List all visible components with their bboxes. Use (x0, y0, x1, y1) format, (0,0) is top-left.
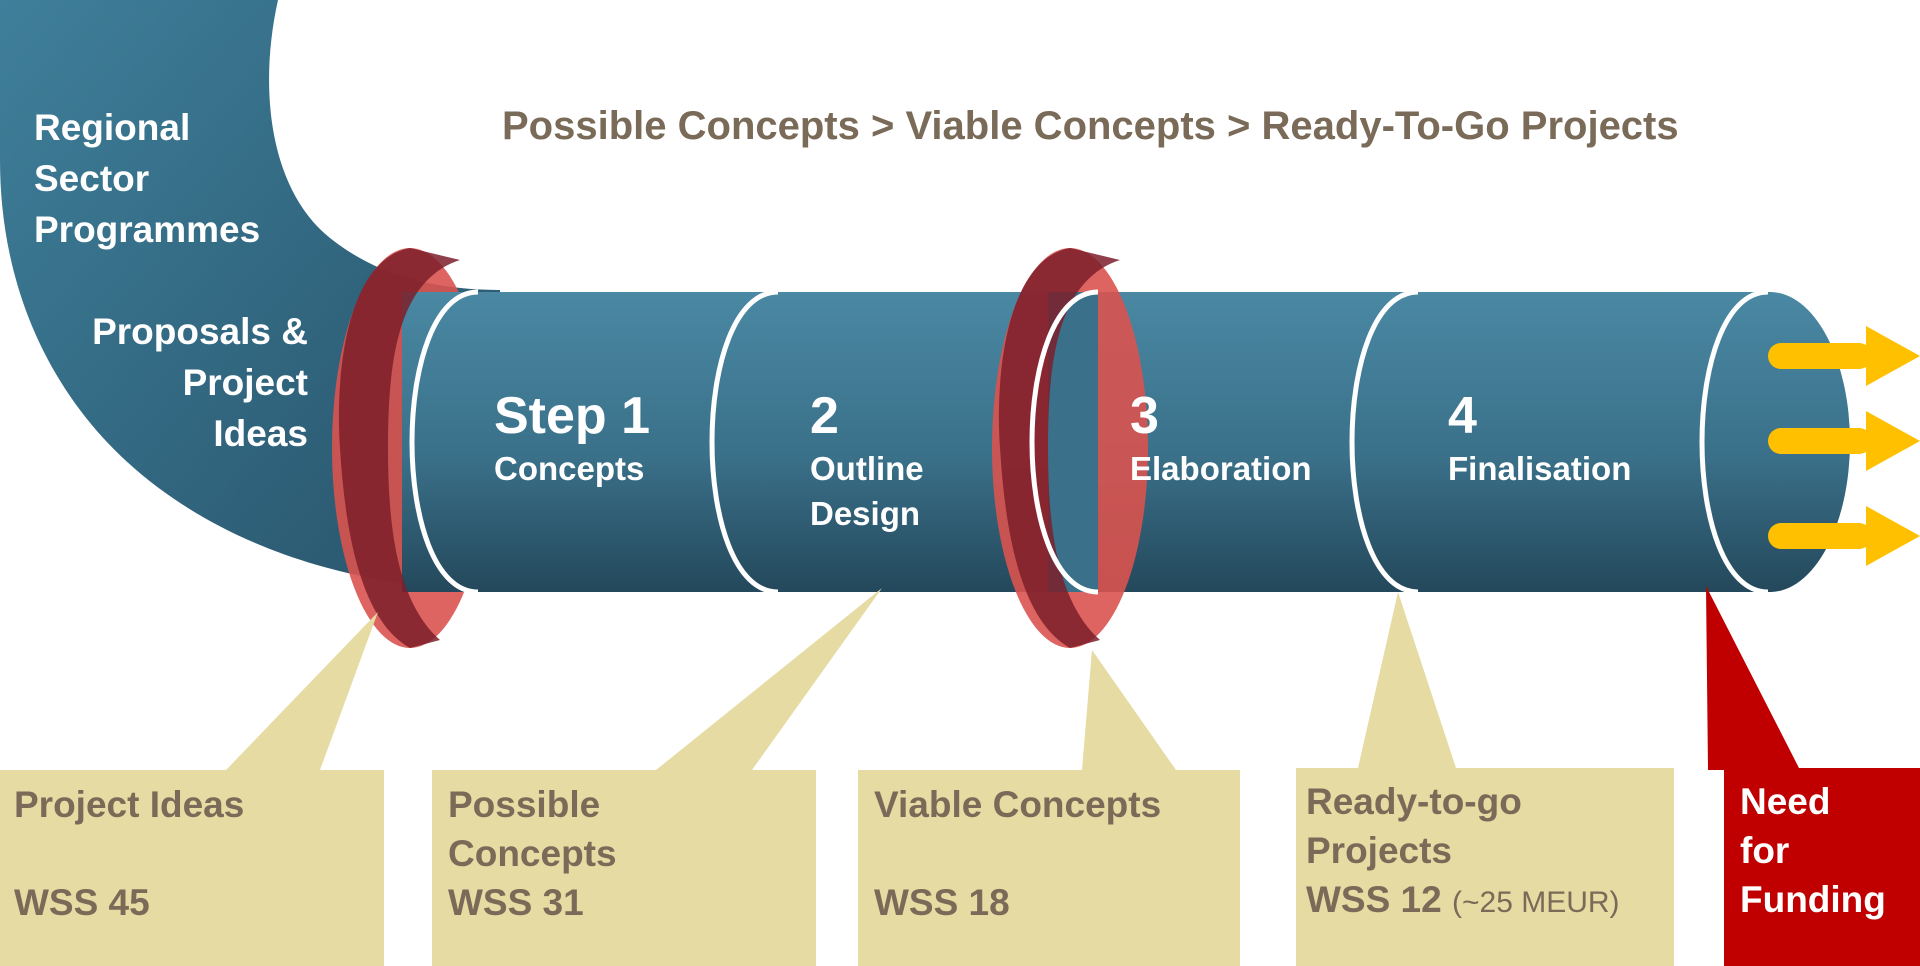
callout-pointer-1 (226, 612, 378, 770)
callout-pointer-2 (656, 588, 882, 770)
callout-title: Possible Concepts (448, 784, 617, 874)
step-number: 4 (1448, 387, 1477, 445)
step-1: Step 1 Concepts (494, 388, 650, 491)
arrow-icon (1768, 326, 1920, 386)
label-line: Project (182, 362, 308, 403)
callout-box-1 (0, 770, 384, 966)
regional-sector-label: Regional Sector Programmes (34, 102, 260, 255)
label-line: Sector (34, 158, 150, 199)
funding-title: Need for Funding (1740, 781, 1886, 920)
callout-count: WSS 18 (874, 882, 1010, 923)
gate-ring-1-front (338, 248, 460, 648)
callout-note: (~25 MEUR) (1452, 886, 1620, 919)
label-line: Regional (34, 107, 191, 148)
callout-pointer-4 (1358, 592, 1456, 768)
arrow-icon (1768, 506, 1920, 566)
step-number: 2 (810, 387, 839, 445)
callout-text-1: Project Ideas WSS 45 (14, 780, 374, 927)
step-title: Finalisation (1448, 450, 1632, 487)
callout-pointer-3 (1082, 650, 1176, 770)
callout-count: WSS 31 (448, 882, 584, 923)
callout-count-line: WSS 12 (~25 MEUR) (1306, 875, 1620, 927)
callout-box-3 (858, 770, 1240, 966)
callout-text-3: Viable Concepts WSS 18 (874, 780, 1234, 927)
callout-title: Viable Concepts (874, 784, 1162, 825)
step-title: Concepts (494, 450, 645, 487)
label-line: Ideas (213, 413, 308, 454)
callout-count: WSS 45 (14, 882, 150, 923)
arrow-icon (1768, 411, 1920, 471)
funding-callout (1706, 586, 1920, 966)
label-line: Programmes (34, 209, 261, 250)
callout-count: WSS 12 (1306, 879, 1442, 920)
callout-title: Ready-to-go Projects (1306, 781, 1522, 871)
callout-text-4: Ready-to-go Projects WSS 12 (~25 MEUR) (1306, 777, 1620, 927)
step-title: Elaboration (1130, 450, 1312, 487)
step-title: Outline Design (810, 450, 924, 532)
callout-box-2 (432, 770, 816, 966)
label-line: Proposals & (92, 311, 308, 352)
funding-text: Need for Funding (1740, 777, 1890, 924)
proposals-label: Proposals & Project Ideas (40, 306, 308, 459)
step-number: 3 (1130, 387, 1159, 445)
output-arrows (1768, 326, 1920, 566)
gate-ring-2-front (998, 248, 1120, 648)
step-4: 4 Finalisation (1448, 388, 1631, 491)
callout-text-2: Possible Concepts WSS 31 (448, 780, 698, 927)
step-2: 2 Outline Design (810, 388, 960, 536)
step-3: 3 Elaboration (1130, 388, 1312, 491)
callout-box-4 (1296, 768, 1674, 966)
step-number: Step 1 (494, 387, 651, 445)
callout-title: Project Ideas (14, 784, 245, 825)
callouts (0, 588, 1674, 966)
process-flow-title: Possible Concepts > Viable Concepts > Re… (502, 104, 1679, 148)
